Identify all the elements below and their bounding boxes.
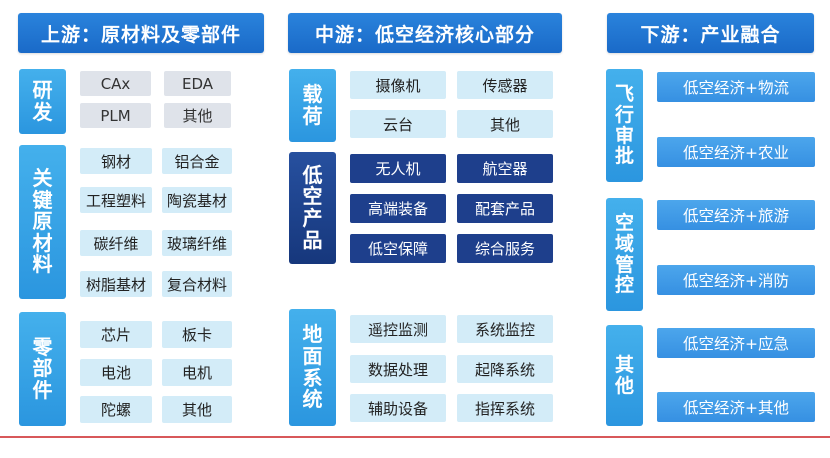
item-cax: CAx xyxy=(80,71,151,96)
item-emergency: 低空经济+应急 xyxy=(657,328,815,358)
item-battery: 电池 xyxy=(80,359,152,386)
item-tourism: 低空经济+旅游 xyxy=(657,200,815,230)
downstream-header: 下游：产业融合 xyxy=(607,13,814,53)
item-carbon-fiber: 碳纤维 xyxy=(80,230,152,256)
item-ceramic-substrate: 陶瓷基材 xyxy=(162,187,232,213)
category-ground-systems: 地面系统 xyxy=(289,309,336,426)
item-agriculture: 低空经济+农业 xyxy=(657,137,815,167)
item-low-altitude-support: 低空保障 xyxy=(350,234,446,263)
item-auxiliary-equipment: 辅助设备 xyxy=(350,394,446,422)
bottom-divider xyxy=(0,436,830,438)
item-eda: EDA xyxy=(164,71,231,96)
item-payload-other: 其他 xyxy=(457,110,553,138)
item-plm: PLM xyxy=(80,103,151,128)
midstream-header: 中游：低空经济核心部分 xyxy=(288,13,562,53)
item-components-other: 其他 xyxy=(162,396,232,423)
item-supporting-products: 配套产品 xyxy=(457,194,553,223)
category-flight-approval: 飞行审批 xyxy=(606,69,643,182)
item-chip: 芯片 xyxy=(80,321,152,348)
item-data-processing: 数据处理 xyxy=(350,355,446,383)
item-firefighting: 低空经济+消防 xyxy=(657,265,815,295)
item-composite: 复合材料 xyxy=(162,271,232,297)
item-motor: 电机 xyxy=(162,359,232,386)
item-aluminum: 铝合金 xyxy=(162,148,232,174)
item-logistics: 低空经济+物流 xyxy=(657,72,815,102)
category-payload: 载荷 xyxy=(289,69,336,142)
item-takeoff-landing-system: 起降系统 xyxy=(457,355,553,383)
item-aircraft: 航空器 xyxy=(457,154,553,183)
item-rnd-other: 其他 xyxy=(164,103,231,128)
item-glass-fiber: 玻璃纤维 xyxy=(162,230,232,256)
item-resin-substrate: 树脂基材 xyxy=(80,271,152,297)
item-integrated-services: 综合服务 xyxy=(457,234,553,263)
category-rnd: 研发 xyxy=(19,69,66,134)
item-system-monitoring: 系统监控 xyxy=(457,315,553,343)
upstream-header: 上游：原材料及零部件 xyxy=(18,13,264,53)
category-key-materials: 关键原材料 xyxy=(19,145,66,299)
item-board: 板卡 xyxy=(162,321,232,348)
category-airspace-control: 空域管控 xyxy=(606,198,643,311)
item-command-system: 指挥系统 xyxy=(457,394,553,422)
category-low-altitude-products: 低空产品 xyxy=(289,152,336,264)
item-gyro: 陀螺 xyxy=(80,396,152,423)
item-downstream-other: 低空经济+其他 xyxy=(657,392,815,422)
item-high-end-equipment: 高端装备 xyxy=(350,194,446,223)
category-downstream-other: 其他 xyxy=(606,325,643,426)
item-engineering-plastic: 工程塑料 xyxy=(80,187,152,213)
item-drone: 无人机 xyxy=(350,154,446,183)
item-remote-monitoring: 遥控监测 xyxy=(350,315,446,343)
item-gimbal: 云台 xyxy=(350,110,446,138)
item-steel: 钢材 xyxy=(80,148,152,174)
category-components: 零部件 xyxy=(19,312,66,426)
item-sensor: 传感器 xyxy=(457,71,553,99)
item-camera: 摄像机 xyxy=(350,71,446,99)
